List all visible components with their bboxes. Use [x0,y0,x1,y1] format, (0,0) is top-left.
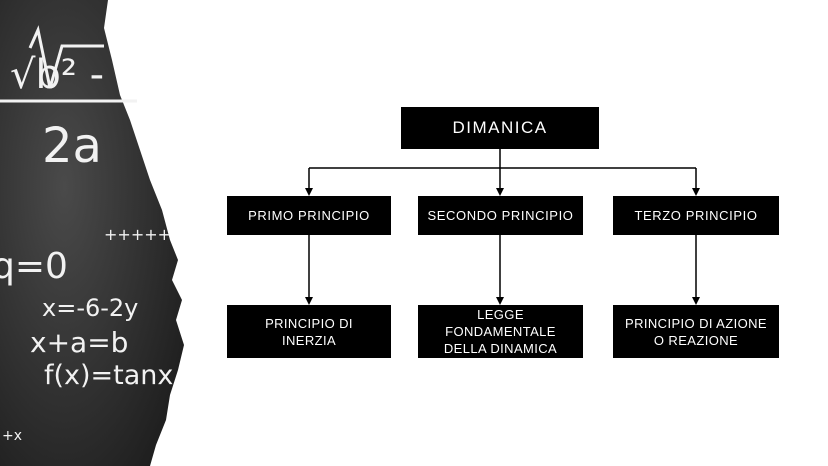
arrowhead-secondo [496,188,504,196]
node-principio-inerzia-label: PRINCIPIO DI INERZIA [265,315,353,348]
root-node-label: DIMANICA [452,118,548,137]
node-legge-fondamentale: LEGGE FONDAMENTALE DELLA DINAMICA [418,305,583,358]
chalkboard-shape [0,0,184,466]
node-primo-principio-label: PRIMO PRINCIPIO [248,208,370,223]
root-node: DIMANICA [401,107,599,149]
corner-mark: +x [2,428,22,444]
node-principio-azione: PRINCIPIO DI AZIONE O REAZIONE [613,305,779,358]
equation-4: f(x)=tanx [44,360,173,391]
node-terzo-principio: TERZO PRINCIPIO [613,196,779,235]
formula-denominator: 2a [42,118,102,174]
node-terzo-principio-label: TERZO PRINCIPIO [634,208,758,223]
arrowhead-inerzia [305,297,313,305]
formula-top: √b² - [10,52,104,98]
node-principio-azione-label: PRINCIPIO DI AZIONE O REAZIONE [625,315,767,348]
formula-lines [0,25,137,103]
arrowhead-primo [305,188,313,196]
equation-3: x+a=b [30,326,128,359]
equation-2: x=-6-2y [42,294,138,322]
node-principio-inerzia: PRINCIPIO DI INERZIA [227,305,391,358]
node-secondo-principio-label: SECONDO PRINCIPIO [427,208,574,223]
arrowhead-legge [496,297,504,305]
equation-1: q=0 [0,246,68,287]
arrowhead-terzo [692,188,700,196]
chalkboard-image: √b² - 2a +++++ q=0 x=-6-2y x+a=b f(x)=ta… [0,0,184,466]
node-secondo-principio: SECONDO PRINCIPIO [418,196,583,235]
node-primo-principio: PRIMO PRINCIPIO [227,196,391,235]
tick-marks: +++++ [104,225,171,244]
node-legge-fondamentale-label: LEGGE FONDAMENTALE DELLA DINAMICA [443,307,558,356]
arrowhead-azione [692,297,700,305]
